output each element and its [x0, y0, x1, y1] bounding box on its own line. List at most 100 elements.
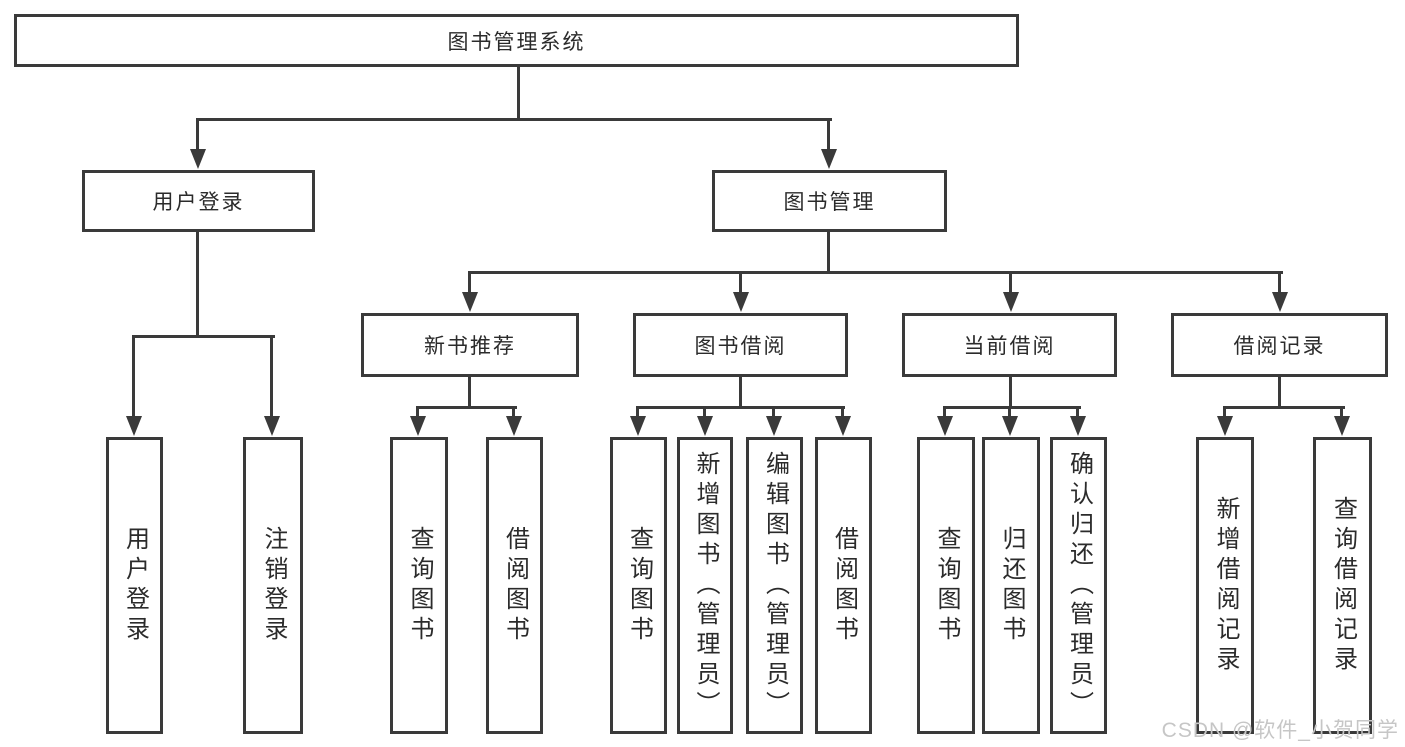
leaf-query-books-borrow-label: 查询图书 — [625, 525, 653, 646]
arrow-stem — [739, 271, 742, 294]
leaf-query-books-current: 查询图书 — [917, 437, 975, 734]
leaf-borrow-books-rec: 借阅图书 — [486, 437, 543, 734]
leaf-return-books-label: 归还图书 — [998, 525, 1025, 646]
leaf-user-login-label: 用户登录 — [121, 525, 149, 646]
node-borrow-records-label: 借阅记录 — [1233, 335, 1326, 358]
leaf-logout: 注销登录 — [243, 437, 303, 734]
node-book-mgmt: 图书管理 — [712, 170, 947, 232]
arrow-drop-query-books-current — [937, 406, 953, 436]
arrow-drop-leaf-user-login — [126, 335, 142, 436]
arrow-stem — [1278, 271, 1281, 294]
arrow-drop-edit-books-admin — [766, 406, 782, 436]
arrowhead-down-icon — [506, 416, 522, 436]
arrow-drop-query-borrow-record — [1334, 406, 1350, 436]
arrow-stem — [1076, 406, 1079, 418]
arrowhead-down-icon — [1272, 292, 1288, 312]
leaf-edit-books-admin: 编辑图书（管理员） — [746, 437, 803, 734]
arrowhead-down-icon — [1003, 292, 1019, 312]
arrow-drop-query-books-borrow — [630, 406, 646, 436]
leaf-edit-books-admin-label: 编辑图书（管理员） — [761, 450, 789, 721]
arrow-stem — [1340, 406, 1343, 418]
arrow-drop-add-books-admin — [697, 406, 713, 436]
arrowhead-down-icon — [835, 416, 851, 436]
leaf-borrow-books-borrow: 借阅图书 — [815, 437, 872, 734]
arrowhead-down-icon — [630, 416, 646, 436]
leaf-query-books-rec: 查询图书 — [390, 437, 448, 734]
node-user-login-label: 用户登录 — [152, 191, 245, 214]
arrow-drop-leaf-logout — [264, 335, 280, 436]
connector-hline-root — [196, 118, 832, 121]
node-root-label: 图书管理系统 — [447, 30, 586, 54]
arrow-drop-query-books-rec — [410, 406, 426, 436]
node-book-borrow: 图书借阅 — [633, 313, 848, 377]
arrow-stem — [196, 118, 199, 151]
leaf-add-books-admin: 新增图书（管理员） — [677, 437, 733, 734]
arrow-stem — [1009, 271, 1012, 294]
leaf-borrow-books-borrow-label: 借阅图书 — [830, 525, 858, 646]
leaf-query-books-rec-label: 查询图书 — [406, 525, 433, 646]
connector-hline-book-mgmt — [468, 271, 1283, 274]
arrow-stem — [1223, 406, 1226, 418]
connector-hline-current-borrow — [943, 406, 1081, 409]
arrow-drop-new-book-rec — [462, 271, 478, 312]
arrow-drop-current-borrow — [1003, 271, 1019, 312]
arrow-stem — [841, 406, 844, 418]
connector-stem-new-book-rec — [468, 377, 471, 409]
connector-stem-borrow-records — [1278, 377, 1281, 409]
arrowhead-down-icon — [190, 149, 206, 169]
arrow-drop-borrow-books-borrow — [835, 406, 851, 436]
arrowhead-down-icon — [697, 416, 713, 436]
arrow-drop-borrow-books-rec — [506, 406, 522, 436]
node-book-mgmt-label: 图书管理 — [783, 191, 876, 214]
connector-stem-user-login — [196, 232, 199, 338]
arrowhead-down-icon — [410, 416, 426, 436]
node-borrow-records: 借阅记录 — [1171, 313, 1388, 377]
watermark: CSDN @软件_小贺同学 — [1161, 719, 1399, 742]
node-book-borrow-label: 图书借阅 — [694, 335, 787, 358]
arrow-drop-user-login — [190, 118, 206, 169]
arrowhead-down-icon — [1217, 416, 1233, 436]
arrow-stem — [703, 406, 706, 418]
connector-hline-book-borrow — [636, 406, 845, 409]
leaf-borrow-books-rec-label: 借阅图书 — [501, 525, 529, 646]
leaf-logout-label: 注销登录 — [260, 525, 287, 646]
leaf-confirm-return-admin: 确认归还（管理员） — [1050, 437, 1107, 734]
arrowhead-down-icon — [264, 416, 280, 436]
arrow-stem — [636, 406, 639, 418]
connector-stem-root — [517, 66, 520, 121]
arrowhead-down-icon — [766, 416, 782, 436]
arrowhead-down-icon — [1334, 416, 1350, 436]
arrow-stem — [132, 335, 135, 418]
arrowhead-down-icon — [1070, 416, 1086, 436]
arrowhead-down-icon — [937, 416, 953, 436]
arrow-drop-add-borrow-record — [1217, 406, 1233, 436]
arrowhead-down-icon — [1002, 416, 1018, 436]
arrow-stem — [512, 406, 515, 418]
leaf-add-borrow-record: 新增借阅记录 — [1196, 437, 1254, 734]
leaf-user-login: 用户登录 — [106, 437, 163, 734]
leaf-confirm-return-admin-label: 确认归还（管理员） — [1065, 450, 1093, 721]
arrow-stem — [270, 335, 273, 418]
arrow-stem — [827, 118, 830, 151]
connector-hline-user-login — [132, 335, 275, 338]
arrowhead-down-icon — [821, 149, 837, 169]
node-new-book-rec: 新书推荐 — [361, 313, 579, 377]
connector-stem-current-borrow — [1009, 377, 1012, 409]
arrow-drop-book-borrow — [733, 271, 749, 312]
arrowhead-down-icon — [733, 292, 749, 312]
leaf-query-books-current-label: 查询图书 — [933, 525, 960, 646]
arrowhead-down-icon — [126, 416, 142, 436]
connector-hline-new-book-rec — [416, 406, 517, 409]
arrowhead-down-icon — [462, 292, 478, 312]
node-current-borrow-label: 当前借阅 — [963, 335, 1056, 358]
leaf-return-books: 归还图书 — [982, 437, 1040, 734]
arrow-drop-return-books — [1002, 406, 1018, 436]
node-new-book-rec-label: 新书推荐 — [424, 335, 516, 358]
arrow-stem — [468, 271, 471, 294]
leaf-query-books-borrow: 查询图书 — [610, 437, 667, 734]
node-user-login: 用户登录 — [82, 170, 315, 232]
node-current-borrow: 当前借阅 — [902, 313, 1117, 377]
connector-hline-borrow-records — [1223, 406, 1345, 409]
arrow-stem — [943, 406, 946, 418]
